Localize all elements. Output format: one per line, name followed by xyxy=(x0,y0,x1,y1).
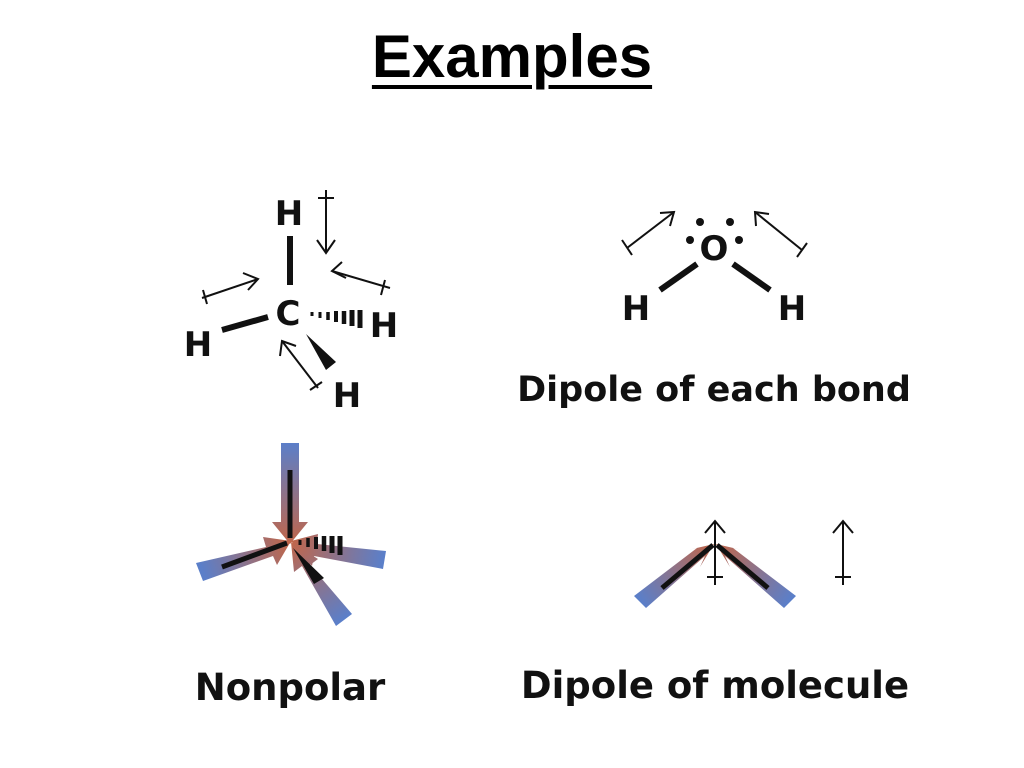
molecule-dipole-caption: Dipole of molecule xyxy=(521,664,909,707)
methane-atom-h-right: H xyxy=(370,306,398,346)
water-atom-h-left: H xyxy=(622,289,650,329)
methane-bond-left xyxy=(221,314,269,333)
nonpolar-bond-bottom-wedge xyxy=(293,548,324,584)
methane-dipole-arrow-top xyxy=(316,190,336,255)
methane-bond-bottom-wedge xyxy=(306,334,336,370)
water-structure: O H H Dipole of each bond xyxy=(517,210,911,410)
nonpolar-diagram: Nonpolar xyxy=(195,443,386,709)
methane-structure: H C H H H xyxy=(184,190,398,416)
water-caption: Dipole of each bond xyxy=(517,370,911,410)
molecule-bond-left xyxy=(660,543,715,590)
water-bond-left xyxy=(658,261,699,293)
molecule-dipole-arrow-center xyxy=(704,519,726,585)
molecule-dipole-diagram: Dipole of molecule xyxy=(521,519,909,707)
methane-dipole-arrow-left xyxy=(201,272,260,305)
water-dipole-arrow-left xyxy=(621,210,676,256)
water-atom-o: O xyxy=(700,229,729,269)
methane-atom-h-left: H xyxy=(184,325,212,365)
water-bond-right xyxy=(731,261,772,293)
slide-title: Examples xyxy=(371,23,653,90)
water-atom-h-right: H xyxy=(778,289,806,329)
methane-atom-h-bottom: H xyxy=(333,376,361,416)
methane-dipole-arrow-right xyxy=(330,261,391,296)
nonpolar-bond-right-hashed xyxy=(298,536,343,555)
methane-atom-c: C xyxy=(276,294,301,334)
molecule-net-dipole-arrow xyxy=(832,519,854,585)
methane-bond-right-hashed xyxy=(310,310,363,328)
water-dipole-arrow-right xyxy=(753,210,808,258)
molecule-bond-right xyxy=(715,543,770,590)
nonpolar-bond-left xyxy=(221,540,288,570)
nonpolar-caption: Nonpolar xyxy=(195,666,386,709)
water-lone-pairs xyxy=(686,218,743,244)
methane-atom-h-top: H xyxy=(275,194,303,234)
methane-dipole-arrow-bottom xyxy=(279,339,323,391)
